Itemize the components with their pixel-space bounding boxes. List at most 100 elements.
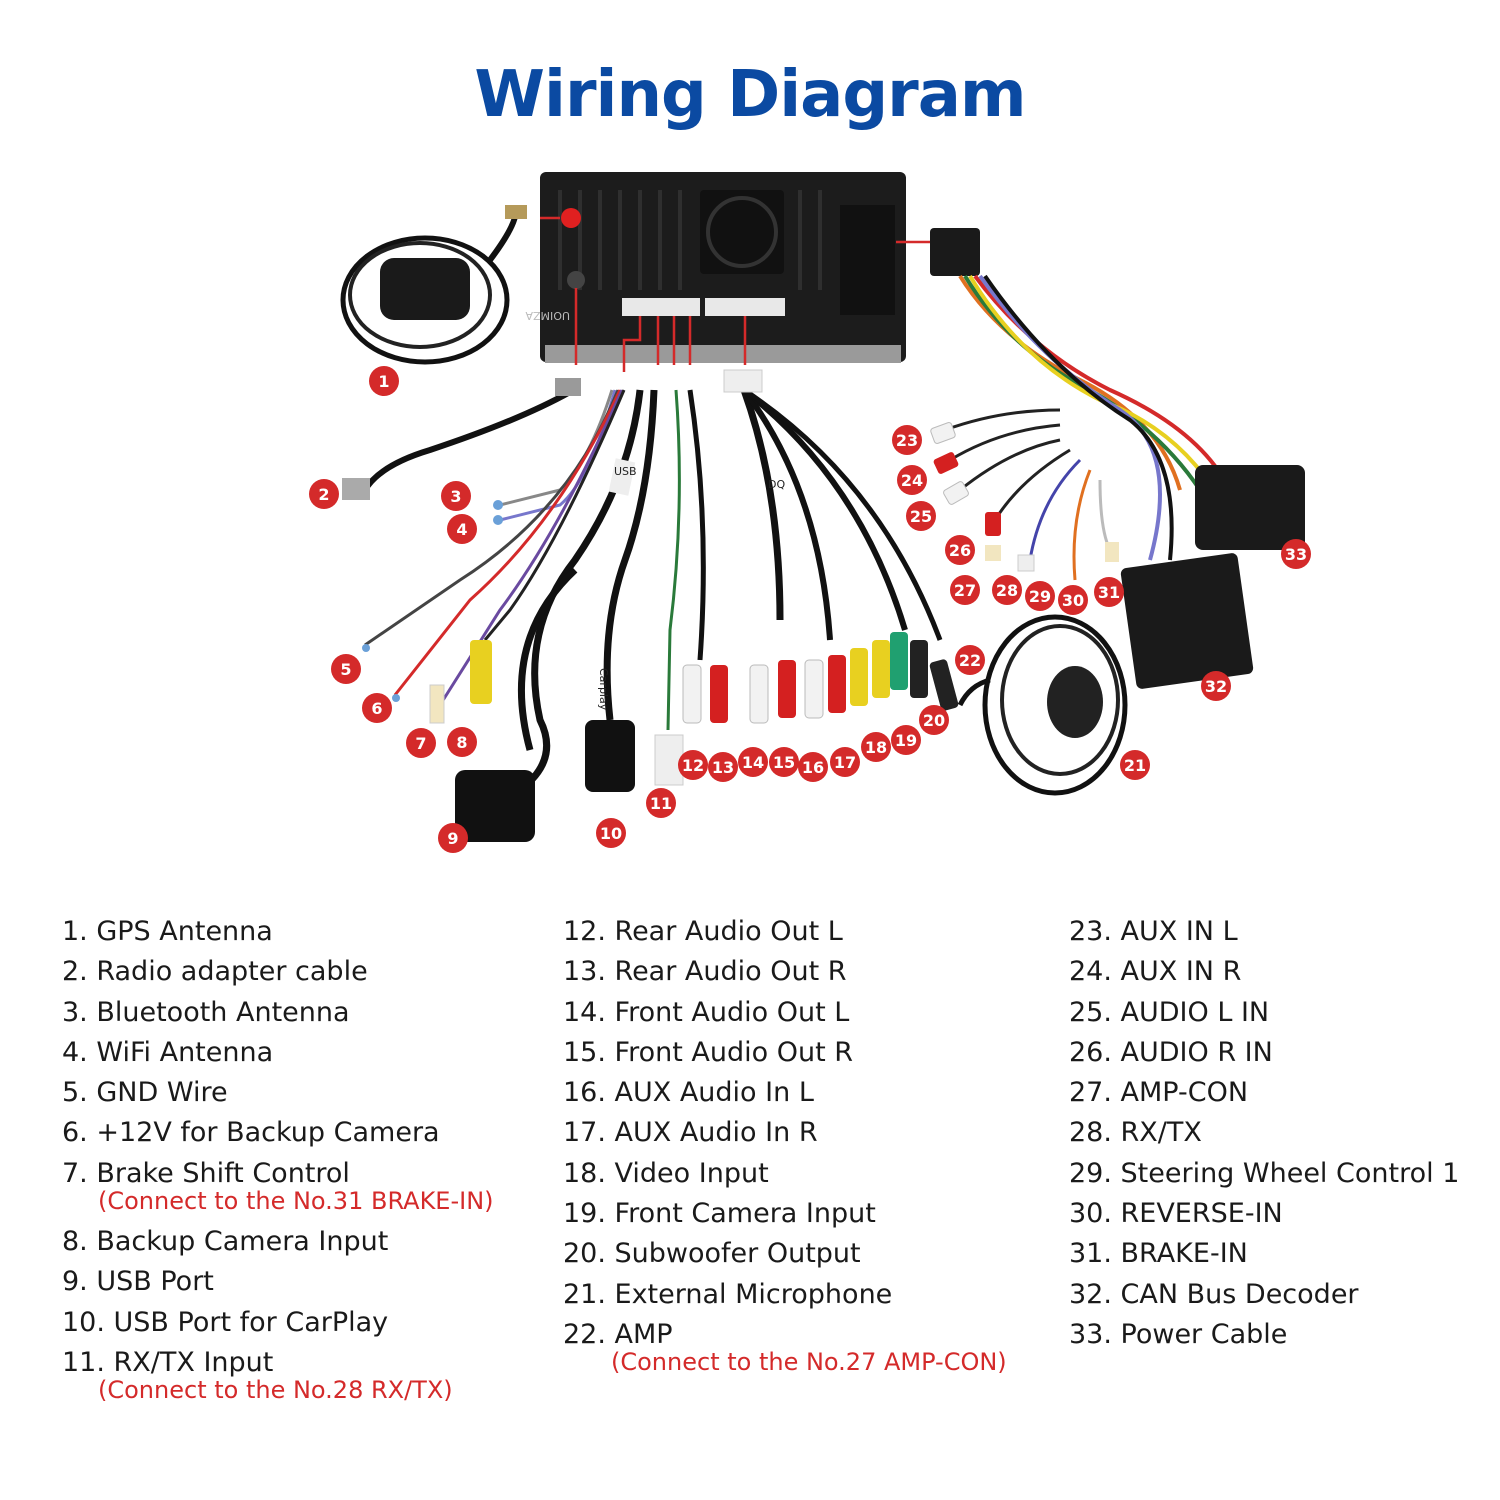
legend-note-11: (Connect to the No.28 RX/TX) <box>98 1376 453 1405</box>
badge-24: 24 <box>897 465 927 495</box>
head-unit: UOIMZA <box>525 172 906 363</box>
legend-item-14: 14. Front Audio Out L <box>563 996 850 1028</box>
legend-item-3: 3. Bluetooth Antenna <box>62 996 350 1028</box>
usb-cable-label: USB <box>614 465 637 478</box>
badges: 1 2 3 4 5 6 7 8 9 10 11 12 13 14 15 16 1… <box>309 366 1311 853</box>
badge-23: 23 <box>892 425 922 455</box>
badge-1: 1 <box>369 366 399 396</box>
rca-audio-group: DQ <box>682 369 959 724</box>
legend-item-26: 26. AUDIO R IN <box>1069 1036 1273 1068</box>
legend-column-3: 23. AUX IN L 24. AUX IN R 25. AUDIO L IN… <box>1069 912 1459 1355</box>
legend-item-12: 12. Rear Audio Out L <box>563 916 843 947</box>
legend-item-19: 19. Front Camera Input <box>563 1198 876 1230</box>
legend-item-32: 32. CAN Bus Decoder <box>1069 1278 1359 1310</box>
wiring-diagram: UOIMZA USB <box>309 172 1311 853</box>
badge-4: 4 <box>447 514 477 544</box>
gps-antenna <box>340 205 527 365</box>
legend-item-15: 15. Front Audio Out R <box>563 1036 854 1068</box>
svg-text:29: 29 <box>1029 587 1051 606</box>
legend-item-25: 25. AUDIO L IN <box>1069 996 1270 1028</box>
carplay-cable-label: Carplay <box>597 668 610 711</box>
svg-text:22: 22 <box>959 651 981 670</box>
svg-text:4: 4 <box>456 520 467 539</box>
legend-item-6: 6. +12V for Backup Camera <box>62 1117 440 1149</box>
svg-text:9: 9 <box>447 829 458 848</box>
pointer-lines <box>540 216 935 372</box>
legend-column-1: 1. GPS Antenna 2. Radio adapter cable 3.… <box>62 912 494 1411</box>
legend-item-31: 31. BRAKE-IN <box>1069 1238 1248 1270</box>
badge-5: 5 <box>331 654 361 684</box>
legend-item-18: 18. Video Input <box>563 1157 769 1189</box>
svg-text:18: 18 <box>865 738 887 757</box>
legend-column-2: 12. Rear Audio Out L 13. Rear Audio Out … <box>563 912 1007 1383</box>
svg-text:1: 1 <box>378 372 389 391</box>
page-title: Wiring Diagram <box>474 58 1026 132</box>
legend-item-5: 5. GND Wire <box>62 1077 228 1109</box>
radio-adapter-cable <box>342 378 581 500</box>
badge-14: 14 <box>738 747 768 777</box>
legend-item-1: 1. GPS Antenna <box>62 916 273 947</box>
svg-text:25: 25 <box>910 507 932 526</box>
dq-cable-label: DQ <box>768 478 785 491</box>
backup-camera-leads <box>362 500 503 724</box>
svg-text:5: 5 <box>340 660 351 679</box>
legend-item-9: 9. USB Port <box>62 1266 214 1298</box>
svg-text:10: 10 <box>600 824 622 843</box>
badge-6: 6 <box>362 693 392 723</box>
legend-item-29: 29. Steering Wheel Control 1 <box>1069 1157 1460 1189</box>
badge-25: 25 <box>906 501 936 531</box>
badge-2: 2 <box>309 479 339 509</box>
badge-10: 10 <box>596 818 626 848</box>
legend-item-7: 7. Brake Shift Control <box>62 1157 350 1189</box>
badge-8: 8 <box>447 727 477 757</box>
rca-plugs <box>682 632 959 724</box>
svg-text:11: 11 <box>650 794 672 813</box>
legend-item-23: 23. AUX IN L <box>1069 916 1238 947</box>
usb-port-10 <box>585 720 635 792</box>
external-microphone <box>957 614 1128 796</box>
svg-text:12: 12 <box>682 756 704 775</box>
svg-text:6: 6 <box>371 699 382 718</box>
legend-note-22: (Connect to the No.27 AMP-CON) <box>611 1348 1007 1377</box>
power-harness <box>930 228 1305 689</box>
svg-text:28: 28 <box>996 581 1018 600</box>
badge-18: 18 <box>861 732 891 762</box>
legend-item-4: 4. WiFi Antenna <box>62 1036 274 1068</box>
legend-item-27: 27. AMP-CON <box>1069 1077 1249 1109</box>
badge-21: 21 <box>1120 750 1150 780</box>
svg-text:27: 27 <box>954 581 976 600</box>
svg-text:26: 26 <box>949 541 971 560</box>
badge-28: 28 <box>992 575 1022 605</box>
badge-16: 16 <box>798 752 828 782</box>
legend-item-21: 21. External Microphone <box>563 1278 893 1310</box>
legend-item-33: 33. Power Cable <box>1069 1318 1288 1350</box>
badge-26: 26 <box>945 535 975 565</box>
legend-item-24: 24. AUX IN R <box>1069 956 1242 988</box>
unit-brand-label: UOIMZA <box>525 309 570 322</box>
svg-text:3: 3 <box>450 487 461 506</box>
badge-29: 29 <box>1025 581 1055 611</box>
svg-text:14: 14 <box>742 753 764 772</box>
usb-port-9 <box>455 770 535 842</box>
svg-text:31: 31 <box>1098 583 1120 602</box>
antenna-wires <box>364 389 626 706</box>
badge-30: 30 <box>1058 585 1088 615</box>
svg-text:23: 23 <box>896 431 918 450</box>
legend-item-8: 8. Backup Camera Input <box>62 1226 389 1258</box>
badge-9: 9 <box>438 823 468 853</box>
legend-item-30: 30. REVERSE-IN <box>1069 1198 1283 1230</box>
badge-33: 33 <box>1281 539 1311 569</box>
svg-text:24: 24 <box>901 471 923 490</box>
badge-22: 22 <box>955 645 985 675</box>
rxtx-lead <box>654 389 684 786</box>
badge-7: 7 <box>406 728 436 758</box>
badge-20: 20 <box>919 705 949 735</box>
svg-text:30: 30 <box>1062 591 1084 610</box>
badge-32: 32 <box>1201 671 1231 701</box>
badge-27: 27 <box>950 575 980 605</box>
svg-text:7: 7 <box>415 734 426 753</box>
svg-text:15: 15 <box>773 753 795 772</box>
svg-text:17: 17 <box>834 753 856 772</box>
legend-item-20: 20. Subwoofer Output <box>563 1238 861 1270</box>
legend-item-17: 17. AUX Audio In R <box>563 1117 818 1149</box>
